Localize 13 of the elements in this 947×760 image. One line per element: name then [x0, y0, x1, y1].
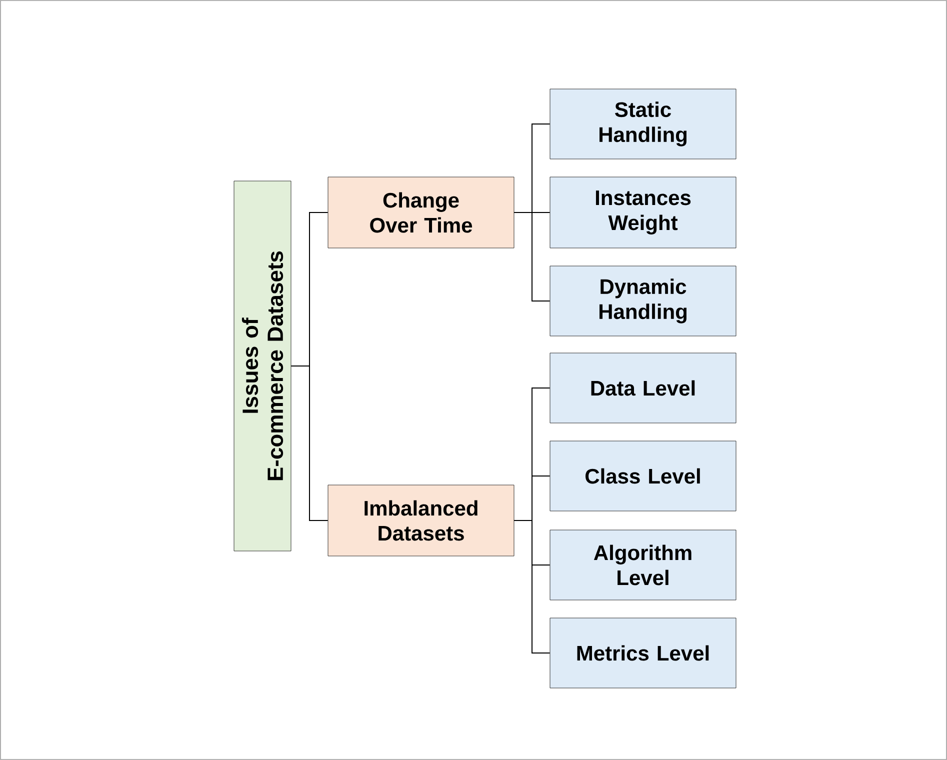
- method-box: Static Handling: [550, 88, 736, 160]
- method-box: Data Level: [550, 352, 736, 424]
- category-box: Change Over Time: [328, 176, 514, 248]
- connector: [514, 212, 550, 302]
- method-box: Class Level: [550, 440, 736, 512]
- method-box: Metrics Level: [550, 618, 736, 688]
- method-box: Dynamic Handling: [550, 266, 736, 336]
- root-box: Issues of E-commerce Datasets: [234, 180, 292, 552]
- category-box: Imbalanced Datasets: [328, 484, 514, 556]
- method-box: Instances Weight: [550, 176, 736, 248]
- method-box: Algorithm Level: [550, 530, 736, 600]
- connector: [514, 520, 550, 654]
- connector: [290, 366, 328, 521]
